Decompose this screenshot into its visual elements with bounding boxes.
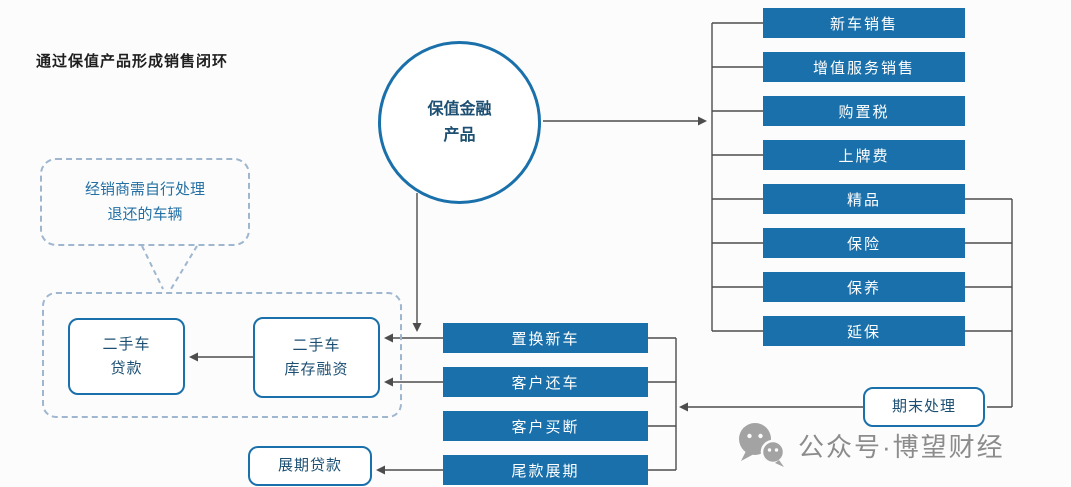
sales-revenue-stack: 新车销售 增值服务销售 购置税 上牌费 精品 保险 保养 延保 bbox=[763, 8, 965, 346]
period-end-processing-box: 期末处理 bbox=[863, 387, 985, 427]
revenue-item-value-added-services: 增值服务销售 bbox=[763, 52, 965, 82]
rollover-loan-box: 展期贷款 bbox=[248, 446, 372, 486]
dealer-note-callout: 经销商需自行处理 退还的车辆 bbox=[40, 158, 250, 246]
dealer-handling-dashed-zone bbox=[42, 292, 402, 418]
watermark: 公众号·博望财经 bbox=[736, 421, 1005, 469]
revenue-item-plate-fee: 上牌费 bbox=[763, 140, 965, 170]
option-customer-buyout: 客户买断 bbox=[443, 411, 648, 441]
watermark-text: 公众号·博望财经 bbox=[798, 431, 1005, 462]
option-customer-return: 客户还车 bbox=[443, 367, 648, 397]
revenue-item-insurance: 保险 bbox=[763, 228, 965, 258]
revenue-item-purchase-tax: 购置税 bbox=[763, 96, 965, 126]
revenue-item-maintenance: 保养 bbox=[763, 272, 965, 302]
revenue-item-accessories: 精品 bbox=[763, 184, 965, 214]
option-balloon-rollover: 尾款展期 bbox=[443, 455, 648, 485]
customer-option-stack: 置换新车 客户还车 客户买断 尾款展期 bbox=[443, 323, 648, 485]
used-car-inventory-financing-box: 二手车 库存融资 bbox=[253, 317, 380, 398]
revenue-item-new-car-sales: 新车销售 bbox=[763, 8, 965, 38]
used-car-loan-box: 二手车 贷款 bbox=[68, 318, 185, 395]
option-trade-in-new-car: 置换新车 bbox=[443, 323, 648, 353]
wechat-icon bbox=[739, 423, 786, 467]
hedge-finance-product-circle: 保值金融 产品 bbox=[378, 41, 541, 204]
revenue-item-extended-warranty: 延保 bbox=[763, 316, 965, 346]
diagram-title: 通过保值产品形成销售闭环 bbox=[36, 53, 229, 70]
